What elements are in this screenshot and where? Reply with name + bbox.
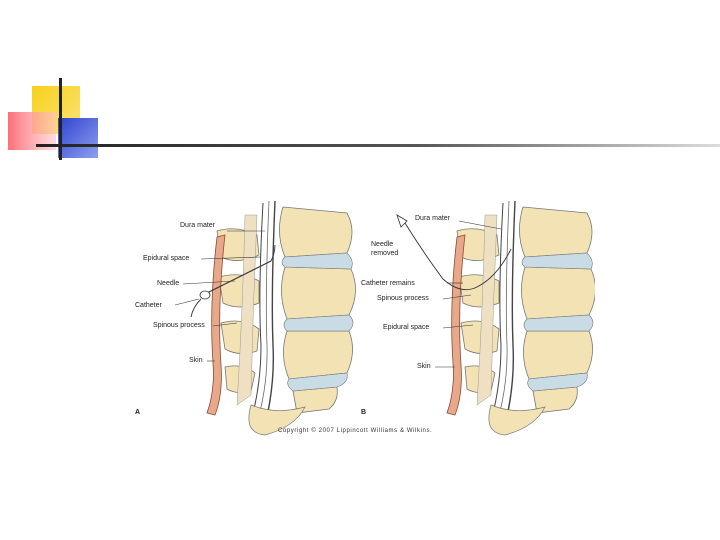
label-b-needle-removed-2: removed — [371, 250, 398, 258]
horizontal-rule — [36, 144, 720, 147]
label-b-epidural-space: Epidural space — [383, 324, 429, 332]
label-a-spinous-process: Spinous process — [153, 322, 205, 330]
slide-decoration — [0, 0, 720, 170]
panel-b-illustration — [397, 201, 595, 435]
label-b-spinous-process: Spinous process — [377, 295, 429, 303]
panel-a-letter: A — [135, 409, 140, 416]
label-b-catheter-remains: Catheter remains — [361, 280, 415, 288]
label-b-dura-mater: Dura mater — [415, 215, 450, 223]
label-a-dura-mater: Dura mater — [180, 222, 215, 230]
panel-a-illustration — [191, 201, 356, 435]
label-a-catheter: Catheter — [135, 302, 162, 310]
blue-square — [58, 118, 98, 158]
copyright-notice: Copyright © 2007 Lippincott Williams & W… — [278, 428, 432, 434]
spine-illustrations — [125, 195, 595, 440]
vertical-line — [59, 78, 62, 160]
label-a-skin: Skin — [189, 357, 203, 365]
label-b-skin: Skin — [417, 363, 431, 371]
label-a-epidural-space: Epidural space — [143, 255, 189, 263]
label-b-needle-removed-1: Needle — [371, 241, 393, 249]
panel-b-letter: B — [361, 409, 366, 416]
label-a-needle: Needle — [157, 280, 179, 288]
epidural-catheter-figure: Dura mater Epidural space Needle Cathete… — [125, 195, 595, 440]
